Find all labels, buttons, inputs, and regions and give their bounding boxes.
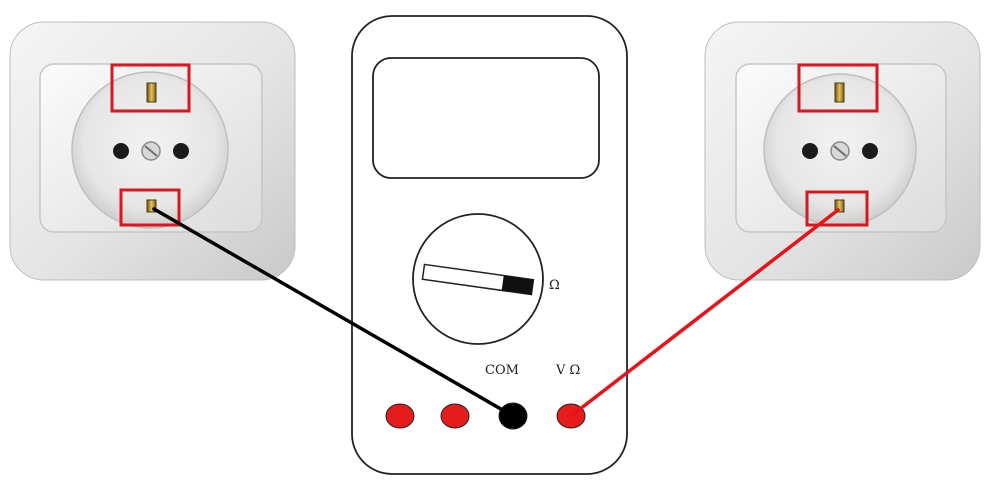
rotary-dial[interactable]: [412, 213, 544, 345]
port-label-v-ohm: V Ω: [555, 363, 580, 378]
multimeter: Ω COM V Ω: [351, 15, 628, 475]
input-port-1[interactable]: [385, 403, 415, 429]
ground-clip-top: [146, 82, 157, 103]
ground-clip-top: [834, 82, 845, 103]
port-label-com: COM: [485, 363, 519, 378]
screw-icon: [830, 141, 850, 161]
dial-pointer-tip: [501, 275, 534, 295]
highlight-box-top: [797, 63, 879, 113]
left-socket: [9, 21, 296, 281]
input-port-2[interactable]: [440, 403, 470, 429]
ground-clip-bottom: [834, 199, 845, 213]
ground-clip-bottom: [146, 199, 157, 213]
highlight-box-top: [110, 63, 191, 113]
socket-hole-left: [802, 143, 818, 159]
highlight-box-bottom: [119, 188, 181, 227]
right-socket: [704, 21, 981, 281]
socket-hole-right: [862, 143, 878, 159]
socket-hole-left: [113, 143, 129, 159]
screw-icon: [141, 141, 161, 161]
highlight-box-bottom: [805, 190, 869, 227]
dial-ohm-label: Ω: [549, 278, 560, 293]
black-probe-lead: [152, 207, 515, 418]
socket-hole-right: [173, 143, 189, 159]
red-probe-lead: [569, 208, 840, 418]
multimeter-display: [372, 57, 600, 179]
